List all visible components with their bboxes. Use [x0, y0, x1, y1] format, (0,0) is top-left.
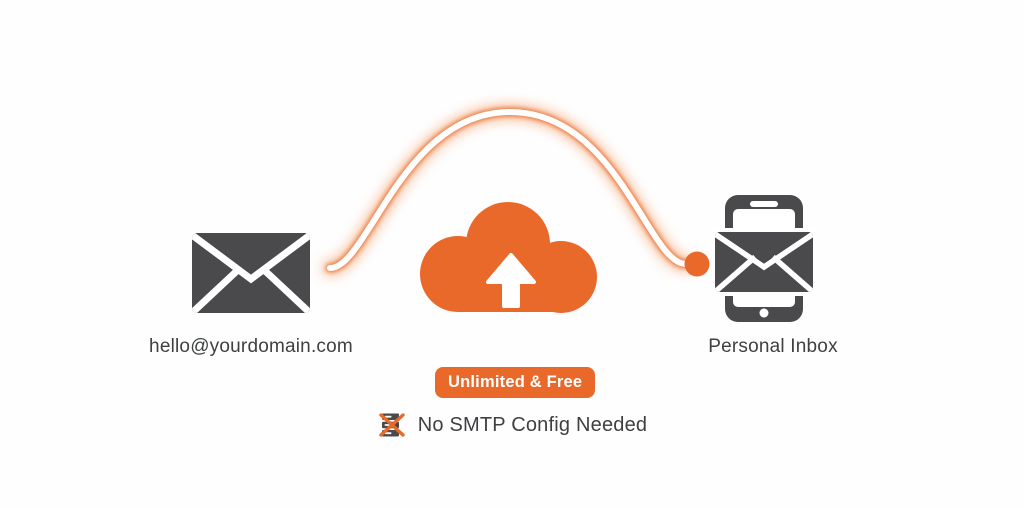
unlimited-free-badge: Unlimited & Free — [435, 367, 596, 398]
phone-envelope — [715, 232, 813, 292]
cloud-upload-icon — [420, 202, 597, 313]
envelope-icon — [192, 233, 310, 313]
destination-inbox-label: Personal Inbox — [708, 336, 838, 357]
feature-row: No SMTP Config Needed — [0, 410, 1024, 440]
connection-endpoint-dot — [684, 251, 710, 277]
source-email-label: hello@yourdomain.com — [149, 336, 353, 357]
no-smtp-label: No SMTP Config Needed — [417, 413, 648, 436]
arc-core-line — [327, 108, 689, 271]
no-smtp-server-icon — [379, 413, 405, 437]
phone-home-button — [759, 308, 769, 318]
phone-speaker — [750, 201, 778, 207]
phone-inbox-icon — [712, 195, 816, 322]
